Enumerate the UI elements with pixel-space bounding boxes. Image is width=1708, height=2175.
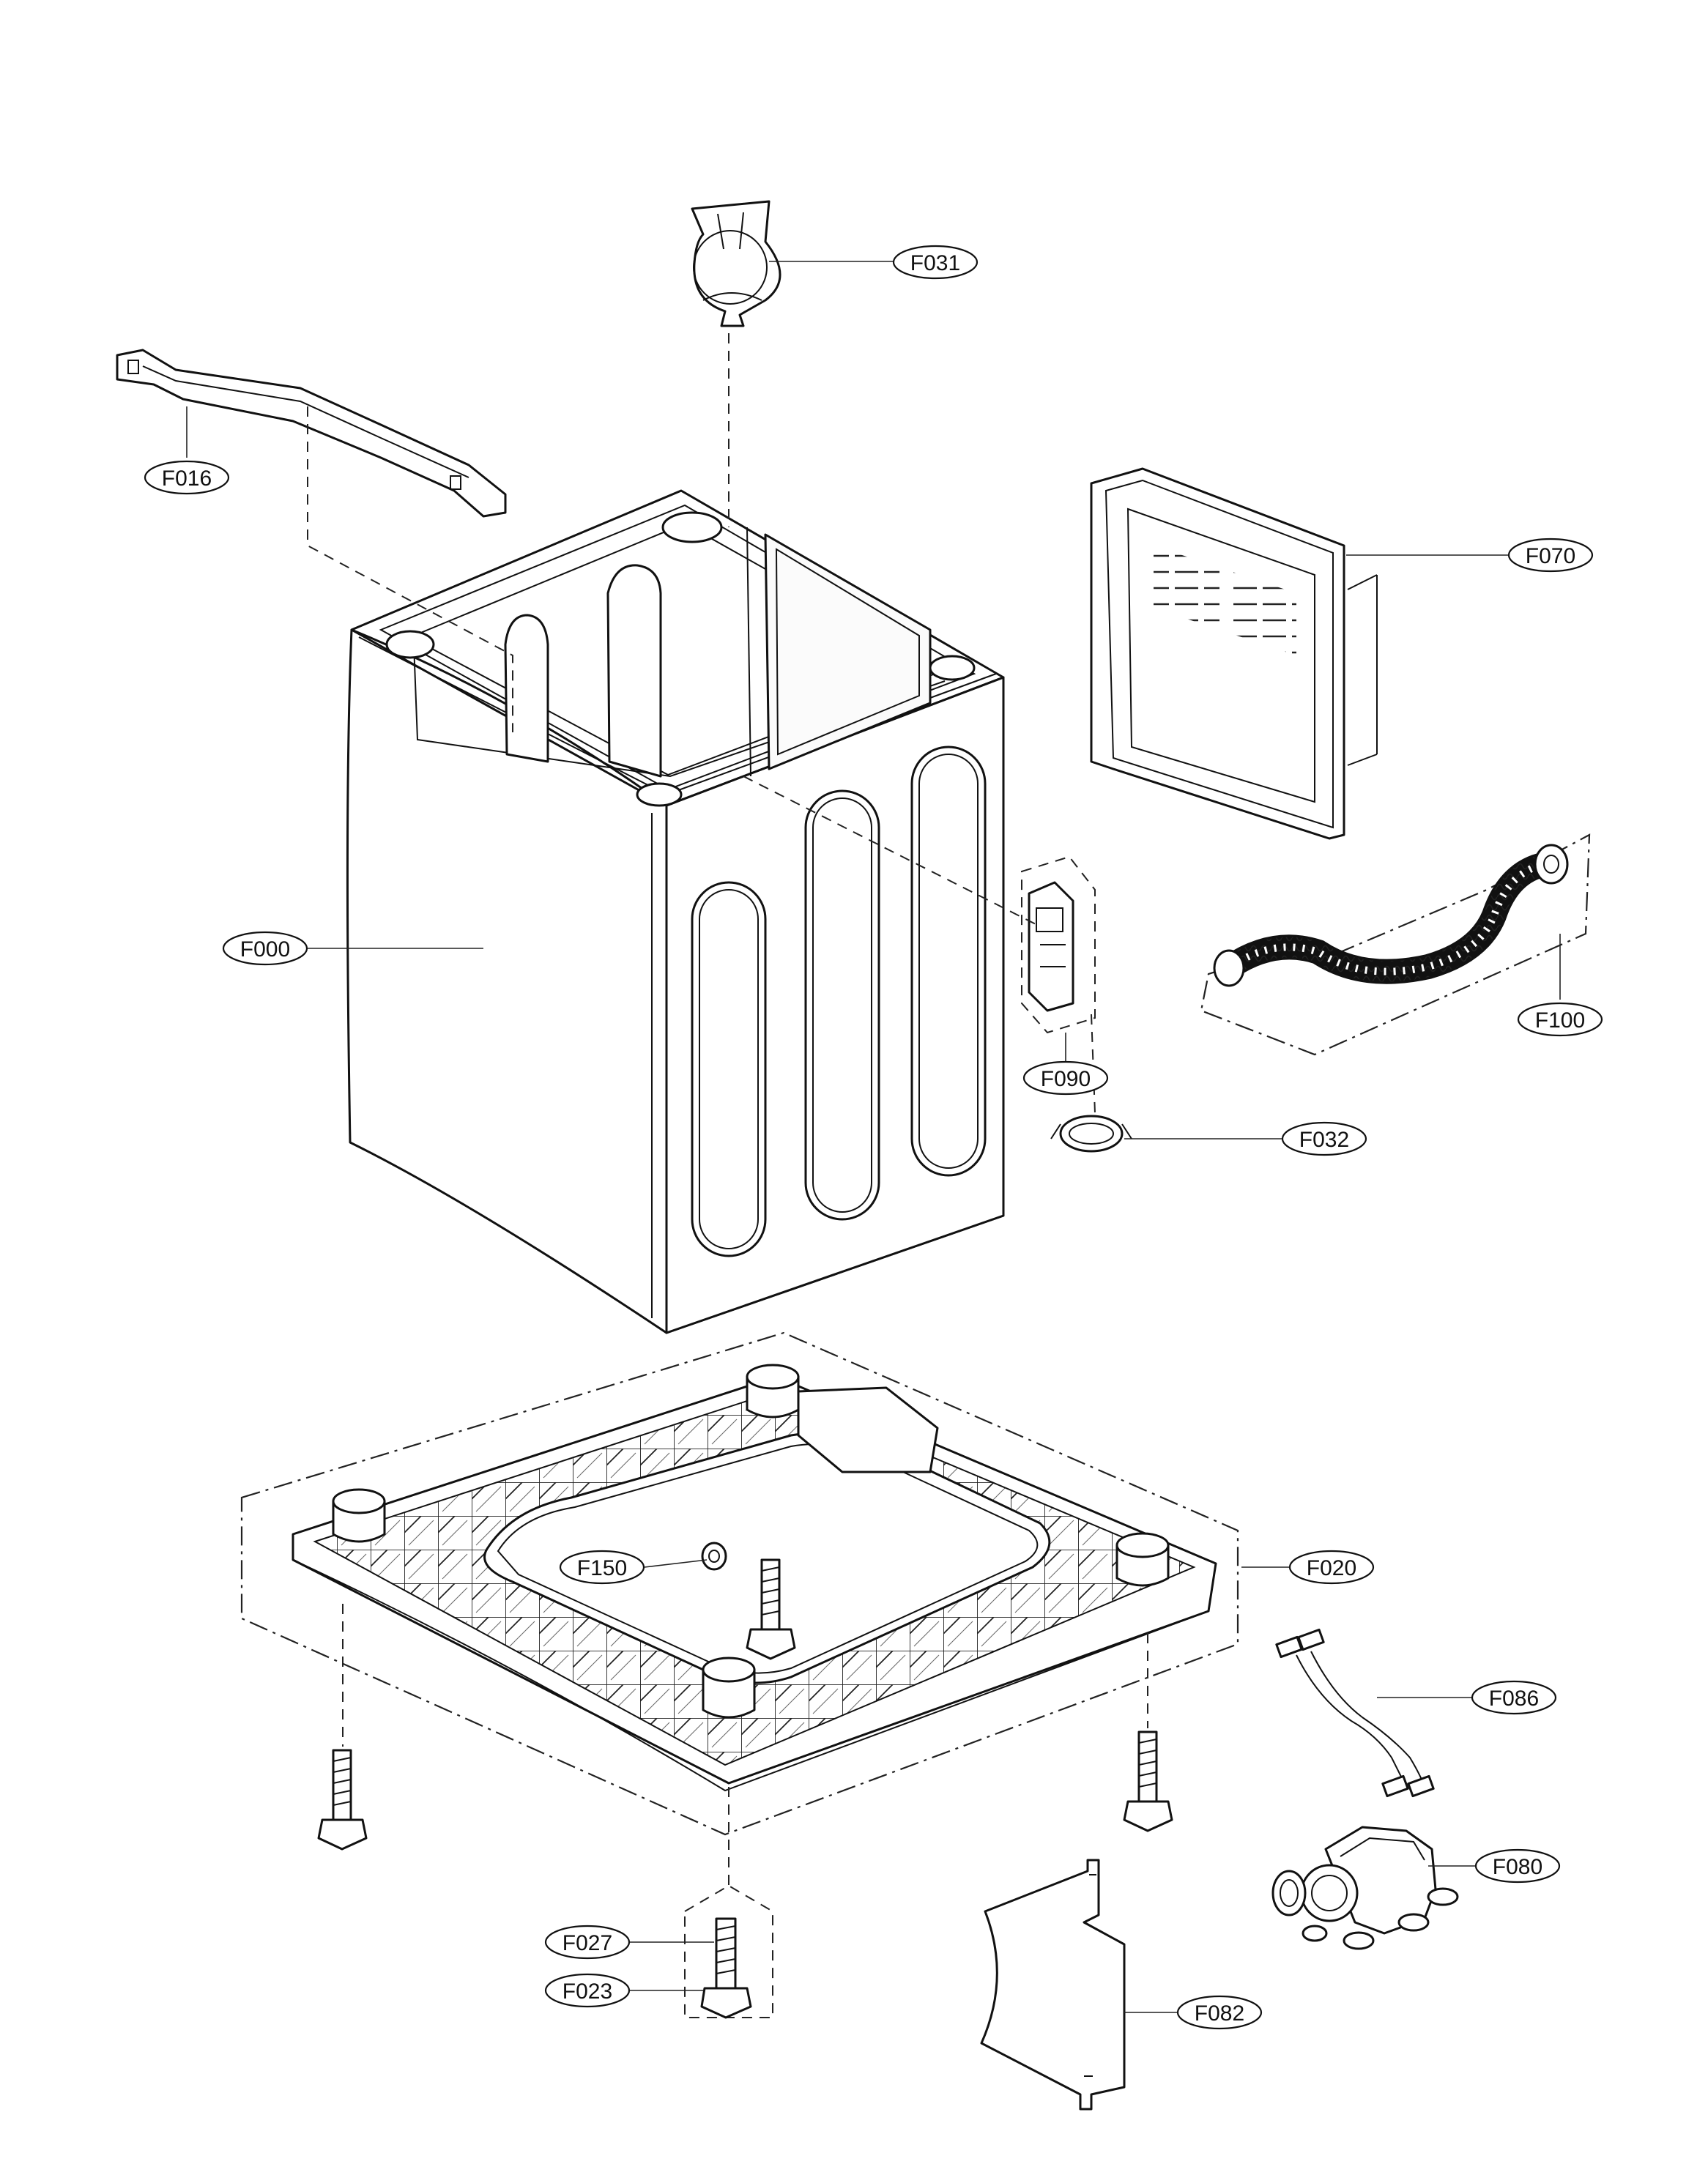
callout-label: F000 — [240, 937, 290, 962]
f086-wire-harness-part — [1275, 1628, 1435, 1798]
callout-label: F070 — [1526, 544, 1575, 568]
f150-fitting-part — [701, 1542, 727, 1571]
callout-label: F023 — [562, 1979, 612, 2004]
callout-label: F100 — [1535, 1008, 1585, 1033]
callout-f016: F016 — [144, 460, 230, 495]
leveling-foot-left — [317, 1749, 368, 1851]
callout-f000: F000 — [222, 931, 308, 966]
callout-label: F027 — [562, 1931, 612, 1955]
callout-f100: F100 — [1517, 1002, 1603, 1037]
leveling-foot-center — [746, 1558, 796, 1660]
f016-top-bracket-part — [116, 349, 507, 518]
base-posts — [332, 1364, 1170, 1719]
callout-label: F031 — [910, 251, 960, 275]
f080-drain-pump-part — [1271, 1826, 1459, 1950]
f031-clip-part — [691, 200, 781, 327]
leveling-foot-right — [1123, 1730, 1173, 1832]
callout-label: F090 — [1041, 1067, 1091, 1091]
callout-f150: F150 — [559, 1550, 645, 1585]
f032-clamp-part — [1050, 1115, 1132, 1153]
callout-label: F082 — [1195, 2001, 1244, 2026]
callout-label: F080 — [1493, 1855, 1542, 1879]
f090-switch-part — [1021, 855, 1096, 1034]
callout-label: F032 — [1299, 1128, 1349, 1152]
cabinet — [346, 489, 1005, 1334]
f082-mounting-plate-part — [980, 1859, 1126, 2111]
f027-leveling-foot-part — [684, 1884, 773, 2019]
callout-label: F016 — [162, 466, 212, 491]
f100-drain-hose-part — [1200, 833, 1591, 1056]
callout-f090: F090 — [1022, 1060, 1109, 1096]
callout-f070: F070 — [1507, 538, 1594, 573]
callout-f080: F080 — [1474, 1848, 1561, 1884]
f020-base-frame-part — [240, 1331, 1239, 1836]
callout-f082: F082 — [1176, 1995, 1263, 2030]
callout-label: F086 — [1489, 1687, 1539, 1711]
leader-lines — [186, 261, 1561, 2013]
callout-f032: F032 — [1281, 1121, 1367, 1156]
callout-f086: F086 — [1471, 1680, 1557, 1715]
callout-f020: F020 — [1288, 1550, 1375, 1585]
callout-label: F150 — [577, 1556, 627, 1580]
callout-f027: F027 — [544, 1925, 631, 1960]
assembly-lines — [307, 333, 1148, 1886]
f070-rear-panel-part — [1090, 467, 1378, 840]
callout-f031: F031 — [892, 245, 979, 280]
callout-f023: F023 — [544, 1973, 631, 2008]
callout-label: F020 — [1307, 1556, 1356, 1580]
